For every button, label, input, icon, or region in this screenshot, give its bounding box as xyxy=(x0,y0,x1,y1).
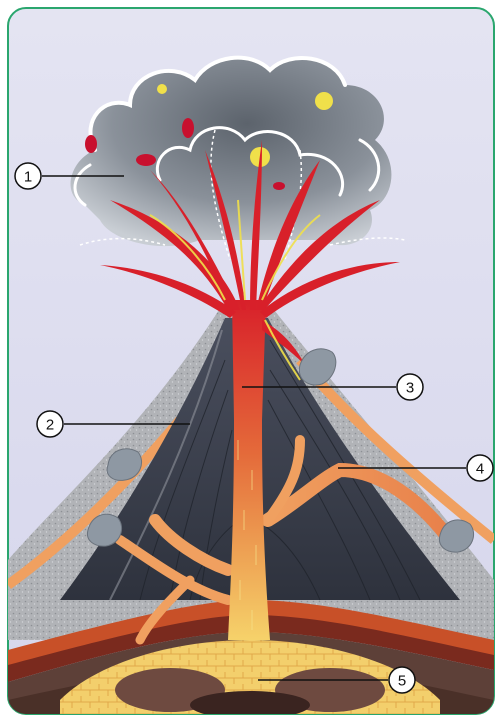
callout-4-number: 4 xyxy=(476,461,484,478)
callout-5: 5 xyxy=(389,667,415,693)
callout-3: 3 xyxy=(397,374,423,400)
callout-1-number: 1 xyxy=(24,169,32,186)
callout-3-number: 3 xyxy=(406,380,414,397)
callout-2-number: 2 xyxy=(46,417,54,434)
callout-4: 4 xyxy=(467,455,493,481)
callout-5-number: 5 xyxy=(398,673,406,690)
callout-2: 2 xyxy=(37,411,63,437)
callout-1: 1 xyxy=(15,163,41,189)
